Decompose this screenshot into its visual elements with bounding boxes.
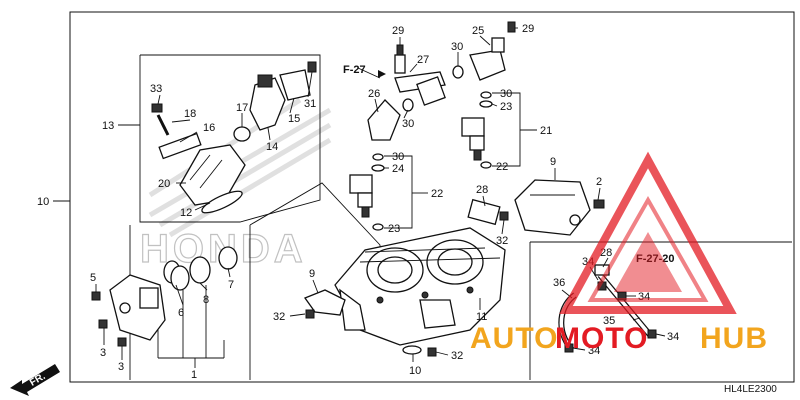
automotohub-watermark: AUTO MOTO HUB bbox=[470, 151, 768, 355]
group-box-13 bbox=[139, 54, 321, 223]
front-direction-arrow: FR. bbox=[10, 364, 60, 396]
diagram-border bbox=[69, 11, 795, 383]
callout-18: 18 bbox=[184, 108, 196, 120]
injector-19-left bbox=[349, 153, 385, 231]
plate-27 bbox=[467, 198, 509, 226]
callout-3-right: 3 bbox=[118, 361, 124, 373]
bolt-2 bbox=[593, 199, 605, 209]
callout-16: 16 bbox=[203, 122, 215, 134]
callout-21-left: 23 bbox=[388, 223, 400, 235]
callout-29-left: 30 bbox=[392, 151, 404, 163]
callout-32-left: 32 bbox=[273, 311, 285, 323]
callout-28-right: 29 bbox=[522, 23, 534, 35]
callout-1: 1 bbox=[191, 369, 197, 381]
drawing-code: HL4LE2300 bbox=[724, 384, 777, 395]
callout-12: 12 bbox=[180, 207, 192, 219]
callout-25: 27 bbox=[417, 54, 429, 66]
callout-4: 5 bbox=[90, 272, 96, 284]
callout-29-right: 30 bbox=[500, 88, 512, 100]
callout-31: 31 bbox=[304, 98, 316, 110]
callout-30-top: 30 bbox=[451, 41, 463, 53]
callout-8: 9 bbox=[550, 156, 556, 168]
pipe-23 bbox=[469, 21, 516, 81]
fuel-rail-24-25 bbox=[367, 44, 446, 141]
leader-lines bbox=[53, 27, 666, 368]
callout-22-left: 24 bbox=[392, 163, 404, 175]
callout-9-lower: 10 bbox=[409, 365, 421, 377]
cover-8 bbox=[514, 179, 591, 236]
gasket-16 bbox=[158, 132, 202, 160]
seal-rings-5-7-6 bbox=[163, 246, 238, 291]
callout-22-right: 23 bbox=[500, 101, 512, 113]
inset-box bbox=[529, 241, 792, 380]
ref-arrow-f27 bbox=[378, 70, 386, 78]
callout-23: 25 bbox=[472, 25, 484, 37]
gasket-12 bbox=[201, 190, 243, 214]
bolt-18 bbox=[151, 103, 170, 136]
callout-27: 28 bbox=[476, 184, 488, 196]
callout-24: 26 bbox=[368, 88, 380, 100]
injector-housing-20 bbox=[179, 144, 246, 206]
callout-33: 33 bbox=[150, 83, 162, 95]
callout-34-right: 34 bbox=[667, 331, 679, 343]
watermark-auto: AUTO bbox=[470, 322, 558, 355]
ref-f27: F-27 bbox=[343, 64, 366, 76]
callout-15: 15 bbox=[288, 113, 300, 125]
callout-10: 10 bbox=[37, 196, 49, 208]
callout-32-upper: 32 bbox=[496, 235, 508, 247]
callout-20: 20 bbox=[158, 178, 170, 190]
callout-3-left: 3 bbox=[100, 347, 106, 359]
callout-19-left: 22 bbox=[431, 188, 443, 200]
callout-5: 6 bbox=[178, 307, 184, 319]
o-ring-17 bbox=[233, 126, 251, 142]
callout-14: 14 bbox=[266, 141, 278, 153]
throttle-position-sensor bbox=[109, 274, 166, 341]
bolt-31 bbox=[307, 61, 317, 73]
callout-21-right: 22 bbox=[496, 161, 508, 173]
bracket-9 bbox=[303, 289, 346, 319]
throttle-body bbox=[334, 227, 506, 346]
watermark-moto: MOTO bbox=[555, 322, 648, 355]
watermark-hub: HUB bbox=[700, 322, 768, 355]
callout-17: 17 bbox=[236, 102, 248, 114]
callout-7: 8 bbox=[203, 294, 209, 306]
callout-9-upper: 9 bbox=[309, 268, 315, 280]
washer-9-lower bbox=[402, 345, 437, 357]
sensor-14-15 bbox=[249, 69, 311, 131]
callout-2: 2 bbox=[596, 176, 602, 188]
callout-19-right: 21 bbox=[540, 125, 552, 137]
callout-6: 7 bbox=[228, 279, 234, 291]
callout-36: 36 bbox=[553, 277, 565, 289]
callout-30-mid: 30 bbox=[402, 118, 414, 130]
callout-34-bottom: 34 bbox=[588, 345, 600, 357]
callout-28-left: 29 bbox=[392, 25, 404, 37]
callout-32-lower: 32 bbox=[451, 350, 463, 362]
callout-13: 13 bbox=[102, 120, 114, 132]
injector-19-right bbox=[461, 91, 493, 169]
callout-11: 11 bbox=[476, 311, 487, 323]
o-rings-30 bbox=[402, 65, 464, 112]
callout-35: 35 bbox=[603, 315, 615, 327]
